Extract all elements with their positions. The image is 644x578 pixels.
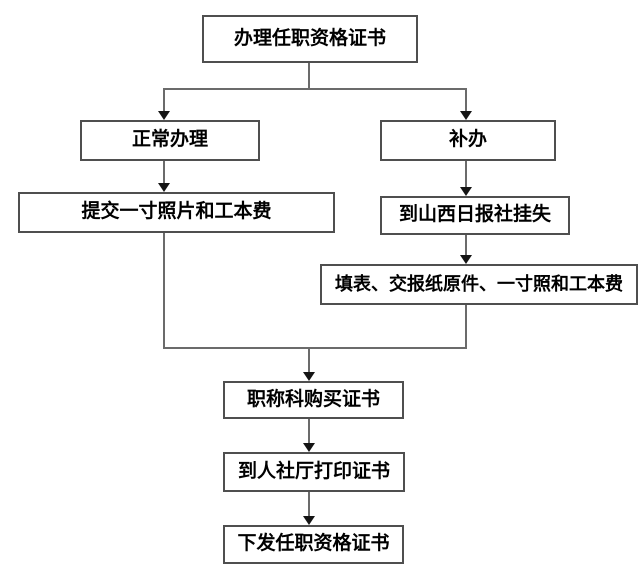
connector-submit-to-merge <box>163 233 165 349</box>
connector-merge-bar <box>163 347 467 349</box>
flow-node-print-cert: 到人社厅打印证书 <box>223 452 405 492</box>
arrowhead-into-reissue <box>460 111 472 120</box>
connector-branch-to-reissue <box>465 88 467 112</box>
flow-node-start: 办理任职资格证书 <box>202 15 418 63</box>
connector-start-stem <box>308 63 310 90</box>
flow-node-submit-photo: 提交一寸照片和工本费 <box>18 192 335 233</box>
connector-branch-to-normal <box>163 88 165 112</box>
connector-normal-to-submit <box>163 161 165 184</box>
arrowhead-into-purchase <box>303 372 315 381</box>
flow-node-fill-form: 填表、交报纸原件、一寸照和工本费 <box>320 264 638 305</box>
connector-fill-to-merge <box>465 305 467 349</box>
connector-print-to-issue <box>308 492 310 517</box>
flow-node-reissue: 补办 <box>380 120 556 161</box>
arrowhead-into-print <box>303 443 315 452</box>
connector-merge-to-purchase <box>308 349 310 373</box>
connector-reissue-to-report <box>465 161 467 188</box>
arrowhead-into-submit <box>158 183 170 192</box>
connector-branch-bar <box>163 88 467 90</box>
connector-purchase-to-print <box>308 419 310 444</box>
arrowhead-into-issue <box>303 516 315 525</box>
arrowhead-into-fill <box>460 255 472 264</box>
flow-node-issue-cert: 下发任职资格证书 <box>223 525 404 564</box>
arrowhead-into-report <box>460 187 472 196</box>
arrowhead-into-normal <box>158 111 170 120</box>
flow-node-report-loss: 到山西日报社挂失 <box>380 196 570 235</box>
flow-node-normal: 正常办理 <box>80 120 260 161</box>
connector-report-to-fill <box>465 235 467 256</box>
flow-node-purchase: 职称科购买证书 <box>223 381 404 419</box>
